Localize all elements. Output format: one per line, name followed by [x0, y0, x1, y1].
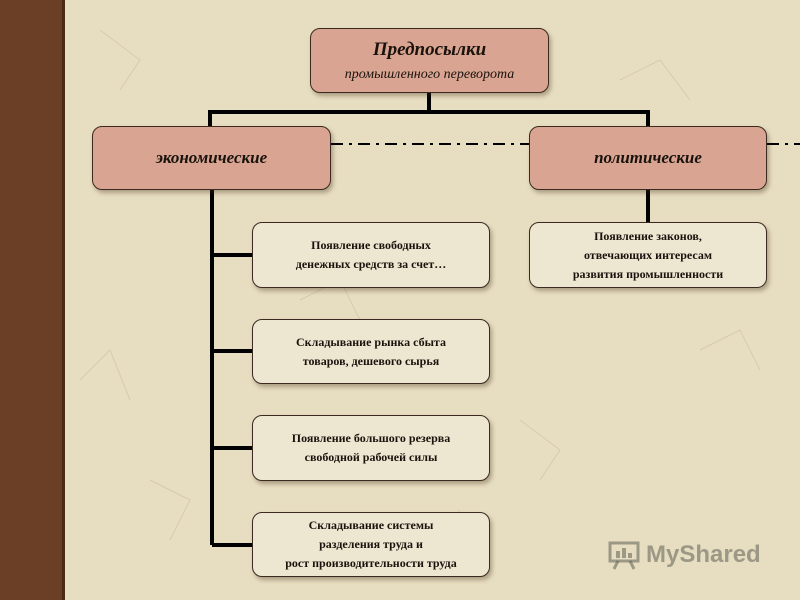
left-decorative-stripe [0, 0, 62, 600]
root-subtitle: промышленного переворота [344, 66, 515, 82]
political-item-1-line1: Появление законов, [594, 228, 702, 243]
presentation-board-icon [608, 541, 640, 570]
stripe-divider [62, 0, 65, 600]
economic-item-2-line1: Складывание рынка сбыта [296, 334, 446, 349]
category-economic-label: экономические [155, 148, 268, 167]
economic-item-3-line2: свободной рабочей силы [304, 450, 438, 464]
watermark-text: MyShared [646, 541, 761, 568]
political-item-1-line3: развития промышленности [572, 266, 724, 281]
political-item-1: Появление законов, отвечающих интересам … [529, 222, 767, 288]
root-title: Предпосылки [372, 38, 487, 60]
economic-item-4: Складывание системы разделения труда и р… [252, 512, 490, 577]
category-political: политические [529, 126, 767, 190]
economic-item-4-line3: рост производительности труда [285, 556, 457, 570]
category-economic: экономические [92, 126, 331, 190]
economic-item-4-line1: Складывание системы [308, 518, 434, 532]
category-political-label: политические [594, 148, 702, 167]
economic-item-1-line1: Появление свободных [311, 238, 431, 252]
root-box: Предпосылки промышленного переворота [310, 28, 549, 93]
economic-item-1: Появление свободных денежных средств за … [252, 222, 490, 288]
economic-item-3: Появление большого резерва свободной раб… [252, 415, 490, 481]
economic-item-1-line2: денежных средств за счет… [295, 257, 447, 271]
economic-item-4-line2: разделения труда и [319, 537, 423, 551]
watermark: MyShared [608, 540, 761, 570]
economic-item-2: Складывание рынка сбыта товаров, дешевог… [252, 319, 490, 384]
economic-item-3-line1: Появление большого резерва [291, 431, 451, 445]
economic-item-2-line2: товаров, дешевого сырья [302, 353, 440, 368]
political-item-1-line2: отвечающих интересам [583, 247, 713, 262]
